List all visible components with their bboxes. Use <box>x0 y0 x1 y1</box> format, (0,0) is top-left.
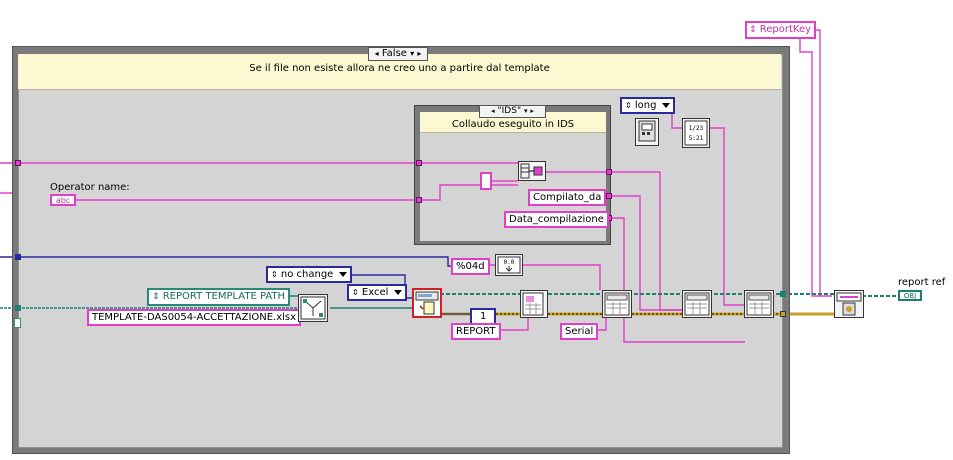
variant-attribute-node[interactable] <box>834 290 864 318</box>
get-date-time-node[interactable] <box>635 118 659 146</box>
string-tunnel <box>606 193 612 199</box>
inner-case-selector[interactable]: ◂ "IDS" ▾ ▸ <box>479 105 546 118</box>
refnum-tunnel <box>15 305 21 311</box>
format-date-time-node[interactable]: 1/23 5:21 <box>682 118 710 148</box>
format-into-string-node[interactable]: 0.0 <box>495 254 523 276</box>
operator-name-type: abc <box>55 196 71 205</box>
data-compilazione-constant[interactable]: Data_compilazione <box>504 211 609 228</box>
operator-name-control[interactable]: abc <box>50 194 76 206</box>
svg-text:5:21: 5:21 <box>689 135 704 142</box>
selector-dropdown-icon[interactable]: ▾ <box>523 107 528 115</box>
ring-icon: ⇕ <box>352 288 359 297</box>
selector-right-arrow-icon[interactable]: ▸ <box>417 49 422 58</box>
wire-string <box>606 217 745 343</box>
ring-icon: ⇕ <box>152 292 160 302</box>
new-report-node[interactable] <box>412 288 442 318</box>
template-file-constant[interactable]: TEMPLATE-DAS0054-ACCETTAZIONE.xlsx <box>87 309 302 326</box>
report-constant[interactable]: REPORT <box>451 323 501 340</box>
inner-case-selector-value: "IDS" <box>497 106 522 116</box>
svg-text:1/23: 1/23 <box>689 125 704 132</box>
report-type-constant[interactable]: ⇕ Excel <box>347 284 407 301</box>
worksheet-icon <box>522 292 544 316</box>
insert-text-icon <box>604 292 630 316</box>
wire-string <box>708 127 745 306</box>
report-template-path-ref[interactable]: ⇕ REPORT TEMPLATE PATH <box>147 288 291 306</box>
new-report-icon <box>415 291 439 315</box>
date-format-icon: 1/23 5:21 <box>684 120 708 146</box>
selector-left-arrow-icon[interactable]: ◂ <box>374 49 379 58</box>
insert-text-icon <box>746 292 772 316</box>
dropdown-arrow-icon[interactable] <box>338 271 347 277</box>
open-mode-constant[interactable]: ⇕ no change <box>266 266 352 283</box>
string-tunnel <box>416 160 422 166</box>
clock-icon <box>638 120 656 142</box>
excel-select-sheet-node[interactable] <box>520 290 548 318</box>
excel-insert-text-node[interactable] <box>602 290 632 318</box>
long-format-text: long <box>634 100 657 111</box>
wire-string <box>490 264 601 290</box>
format-string-constant[interactable]: %04d <box>451 258 490 275</box>
serial-constant[interactable]: Serial <box>560 323 599 340</box>
dropdown-arrow-icon[interactable] <box>393 289 402 295</box>
empty-string-constant[interactable] <box>480 172 492 190</box>
wire-string <box>606 195 682 311</box>
long-format-constant[interactable]: ⇕ long <box>620 97 675 114</box>
report-ref-indicator[interactable]: OBJ <box>898 290 922 301</box>
wire-string <box>420 184 518 201</box>
string-tunnel <box>606 169 612 175</box>
case-selector[interactable]: ◂ False ▾ ▸ <box>368 47 428 61</box>
set-attribute-icon <box>836 292 862 316</box>
excel-insert-text-node[interactable] <box>744 290 774 318</box>
inner-case-comment: Collaudo eseguito in IDS <box>420 112 606 133</box>
build-path-node[interactable] <box>298 294 328 322</box>
svg-text:0.0: 0.0 <box>504 259 515 266</box>
string-tunnel <box>416 197 422 203</box>
error-tunnel <box>780 311 786 317</box>
concatenate-strings-node[interactable] <box>518 161 546 181</box>
refnum-tunnel <box>780 291 786 297</box>
ring-icon: ⇕ <box>271 270 278 279</box>
compilato-da-constant[interactable]: Compilato_da <box>528 189 607 206</box>
wire-string <box>494 312 529 331</box>
report-key-constant[interactable]: ⇕ ReportKey <box>745 21 817 39</box>
report-ref-label: report ref <box>898 277 946 288</box>
selector-dropdown-icon[interactable]: ▾ <box>410 49 415 58</box>
open-mode-text: no change <box>280 269 334 280</box>
string-tunnel <box>15 160 21 166</box>
report-type-text: Excel <box>361 287 389 298</box>
numeric-tunnel <box>15 254 21 260</box>
selector-right-arrow-icon[interactable]: ▸ <box>530 107 534 115</box>
operator-name-label: Operator name: <box>50 182 130 193</box>
excel-insert-text-node[interactable] <box>682 290 712 318</box>
build-path-icon <box>300 296 326 320</box>
concatenate-icon <box>520 163 543 179</box>
report-template-path-text: REPORT TEMPLATE PATH <box>162 291 286 302</box>
format-number-icon: 0.0 <box>497 256 521 274</box>
boolean-tunnel <box>14 318 21 328</box>
report-key-text: ReportKey <box>759 24 812 35</box>
ring-icon: ⇕ <box>625 101 632 110</box>
ring-icon: ⇕ <box>749 25 757 35</box>
case-selector-value: False <box>381 48 407 59</box>
wire-string <box>799 28 832 297</box>
dropdown-arrow-icon[interactable] <box>661 102 670 108</box>
insert-text-icon <box>684 292 710 316</box>
selector-left-arrow-icon[interactable]: ◂ <box>491 107 495 115</box>
